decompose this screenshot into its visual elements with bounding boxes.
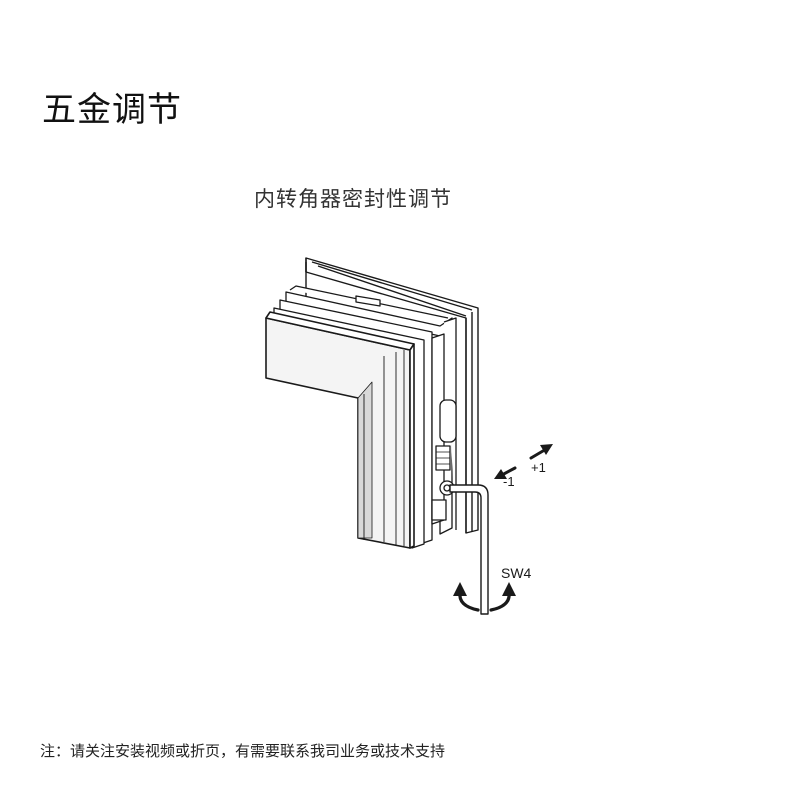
outer-frame bbox=[305, 257, 479, 534]
corner-hardware bbox=[431, 333, 457, 525]
sash-face bbox=[265, 311, 415, 549]
minus-one-label: -1 bbox=[503, 474, 515, 489]
plus-one-label: +1 bbox=[531, 460, 546, 475]
rotation-arrowheads-icon bbox=[453, 582, 516, 596]
footer-note: 注：请关注安装视频或折页，有需要联系我司业务或技术支持 bbox=[40, 742, 446, 760]
diagram-title: 内转角器密封性调节 bbox=[254, 187, 452, 211]
wrench-size-label: SW4 bbox=[501, 565, 532, 581]
page-title: 五金调节 bbox=[42, 90, 182, 130]
direction-arrowheads-icon bbox=[494, 444, 553, 479]
allen-key bbox=[449, 484, 489, 615]
